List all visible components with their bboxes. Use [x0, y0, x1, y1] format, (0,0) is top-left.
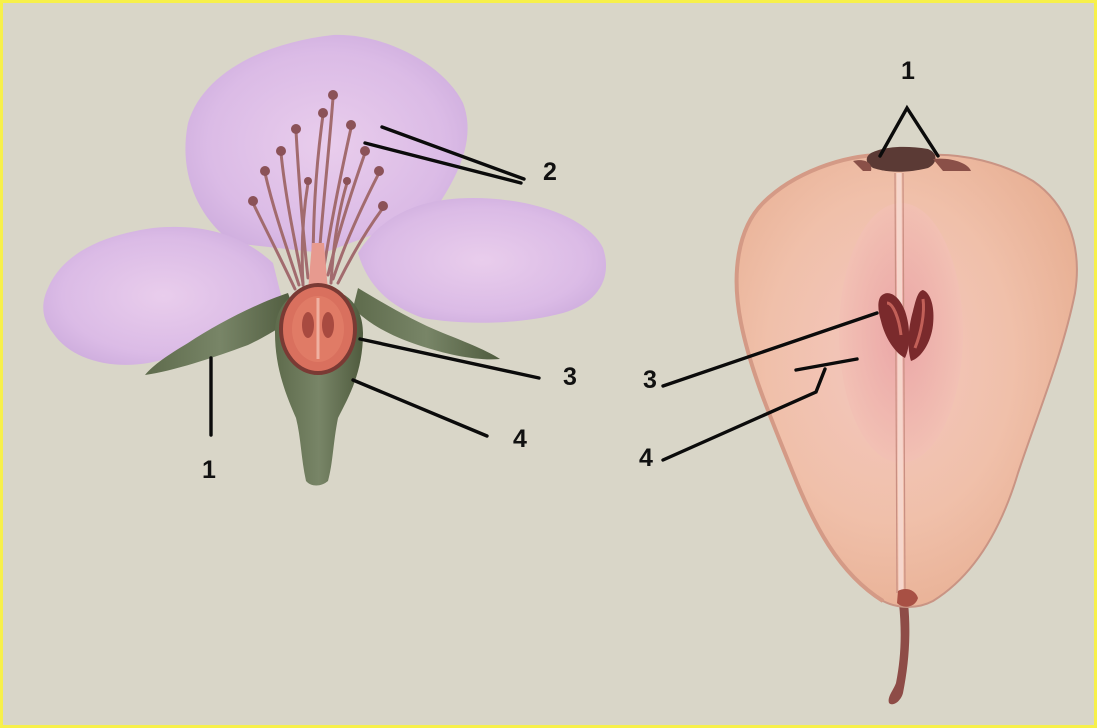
flower-petal-right	[358, 198, 606, 323]
flower-fruit-diagram: 1 2 3 4 1 3 4	[3, 3, 1094, 725]
flower-label-sepal: 1	[202, 456, 216, 484]
leader-line	[353, 380, 487, 436]
pear-label-flesh: 4	[639, 444, 653, 472]
flower-label-stamens: 2	[543, 158, 557, 186]
flower-illustration	[43, 35, 606, 486]
flower-label-receptacle: 4	[513, 425, 527, 453]
pear-illustration	[737, 147, 1077, 704]
pear-sepal-remnants	[867, 147, 936, 172]
pear-label-seeds: 3	[643, 366, 657, 394]
pear-label-sepal-remnants: 1	[901, 57, 915, 85]
flower-label-ovary: 3	[563, 363, 577, 391]
pear-stalk	[889, 603, 910, 704]
